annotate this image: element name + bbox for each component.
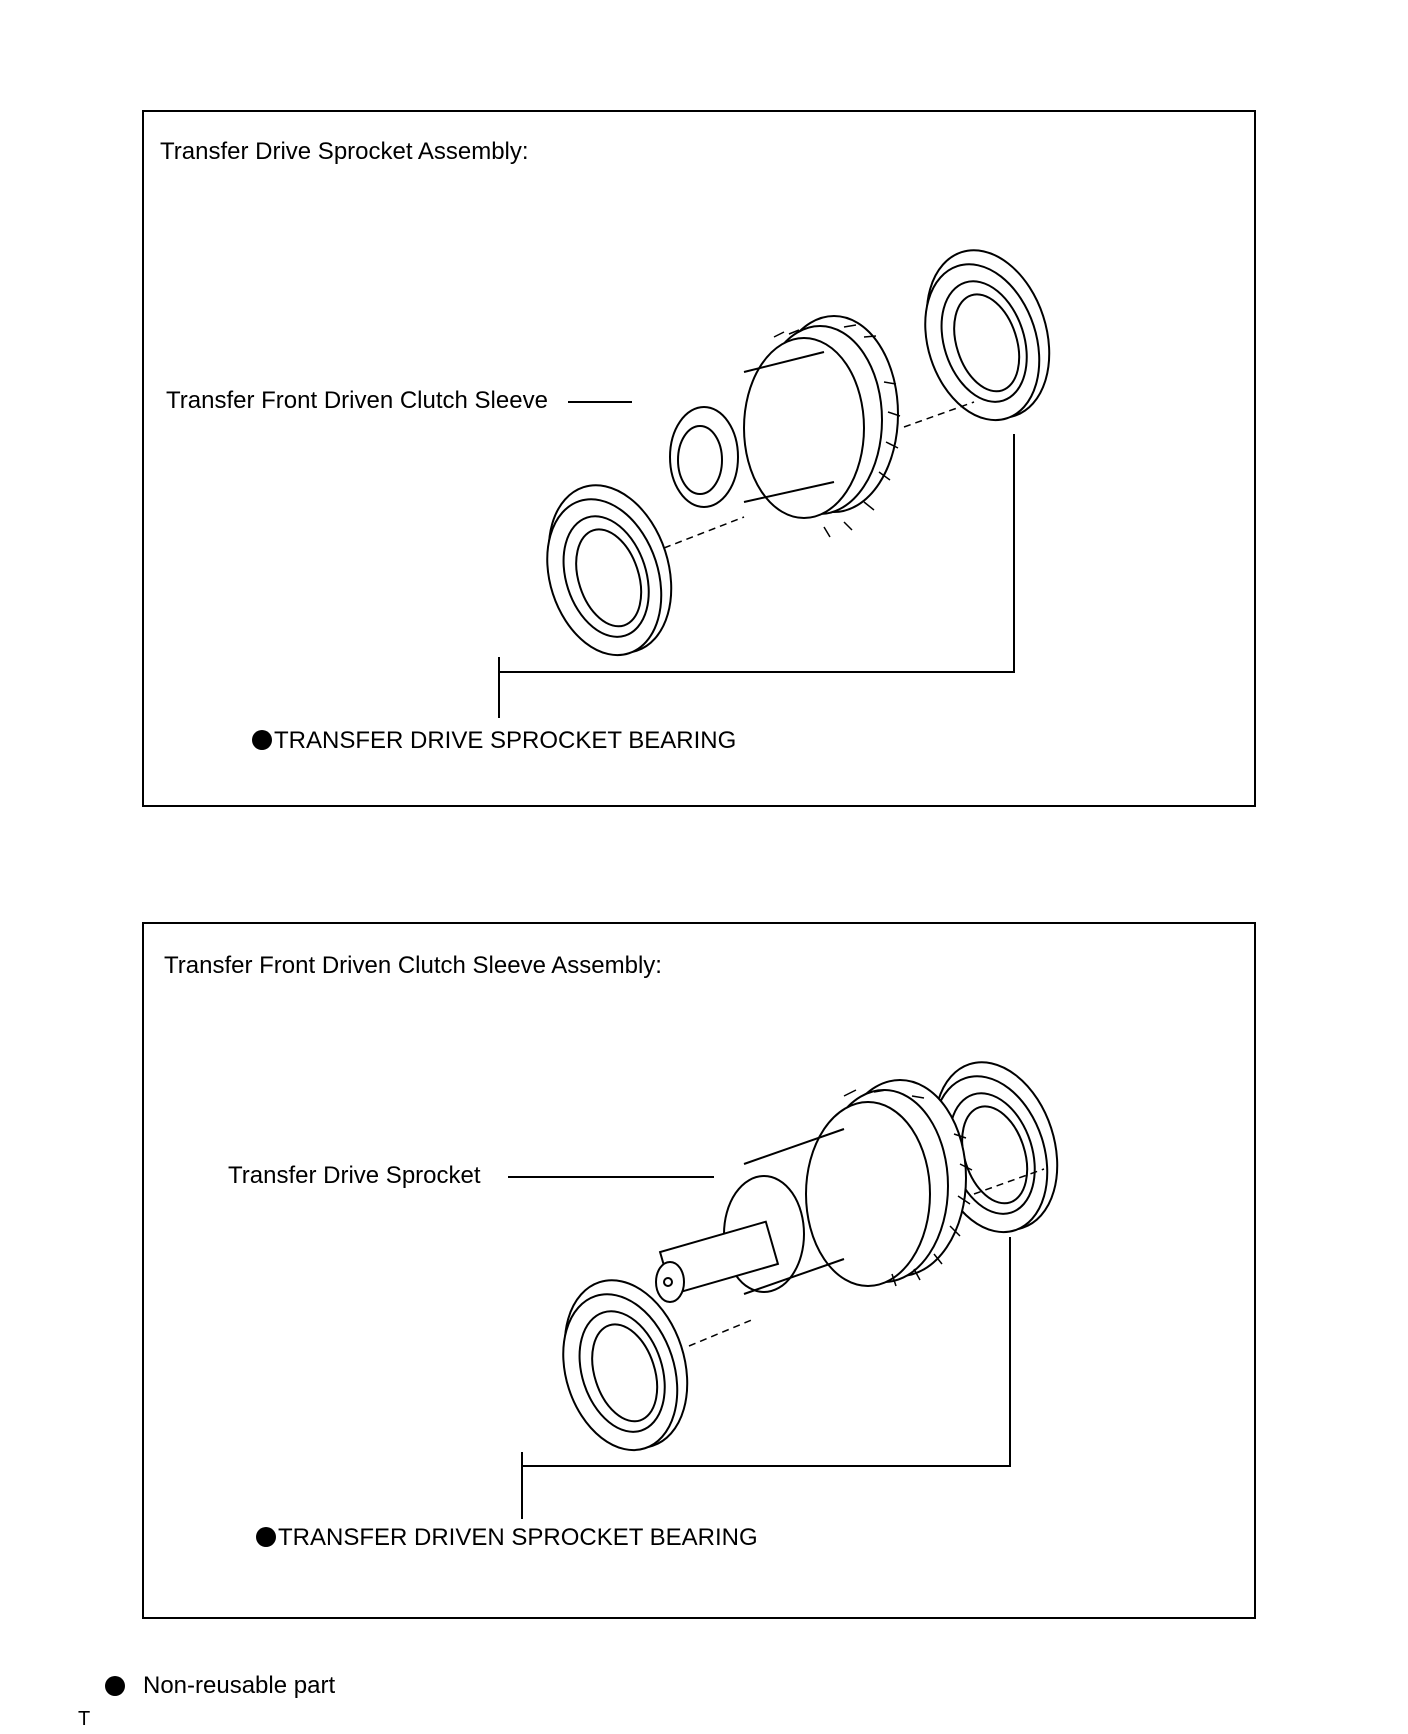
panel-title: Transfer Front Driven Clutch Sleeve Asse… [164,952,662,979]
diagram-panel-clutch-sleeve-assembly: Transfer Front Driven Clutch Sleeve Asse… [142,922,1256,1619]
lower-bearing [562,1279,689,1452]
drive-sprocket-callout: Transfer Drive Sprocket [228,1162,481,1189]
gear-teeth [773,324,901,538]
gear-teeth [843,1089,973,1287]
clutch-sleeve-callout: Transfer Front Driven Clutch Sleeve [166,387,548,414]
bearing-label: TRANSFER DRIVE SPROCKET BEARING [252,727,736,755]
panel-title: Transfer Drive Sprocket Assembly: [160,138,529,165]
drive-sprocket-exploded-view [498,249,1051,718]
lower-bearing [546,484,673,657]
legend-text: Non-reusable part [143,1672,336,1699]
clutch-sleeve-part [669,315,899,519]
corner-mark: T [78,1708,91,1730]
diagram-panel-drive-sprocket-assembly: Transfer Drive Sprocket Assembly: [142,110,1256,807]
legend: Non-reusable part [105,1672,335,1700]
non-reusable-icon [252,730,272,750]
bearing-label-text: TRANSFER DRIVE SPROCKET BEARING [274,727,737,754]
filled-circle-icon [105,1676,125,1696]
drive-sprocket-part [655,1079,967,1303]
non-reusable-icon [256,1527,276,1547]
bearing-label: TRANSFER DRIVEN SPROCKET BEARING [256,1524,758,1552]
upper-bearing [924,249,1051,422]
bearing-label-text: TRANSFER DRIVEN SPROCKET BEARING [278,1524,758,1551]
clutch-sleeve-exploded-view [508,1061,1059,1519]
